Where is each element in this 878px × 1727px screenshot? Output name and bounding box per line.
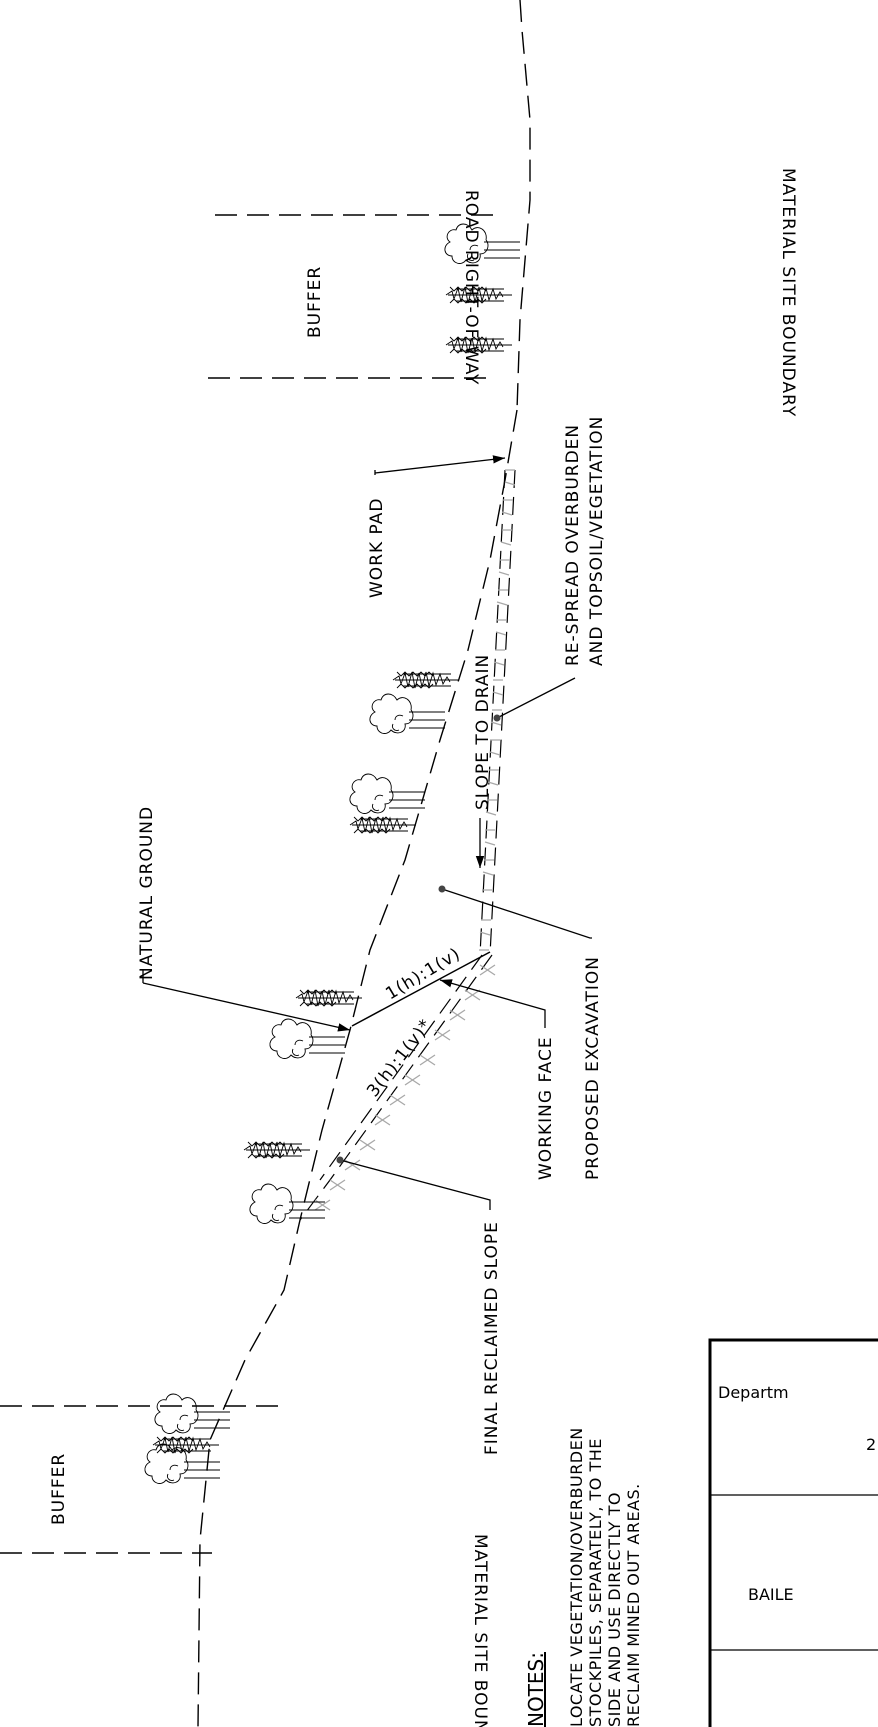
buffer-top-label: BUFFER <box>305 266 325 338</box>
work-pad-leader <box>374 458 505 475</box>
work-pad-label: WORK PAD <box>367 498 387 598</box>
slope-to-drain-label: SLOPE TO DRAIN <box>473 654 493 810</box>
note-line-2: STOCKPILES, SEPARATELY, TO THE <box>586 1438 605 1727</box>
road-row-label: ROAD RIGHT-OF-WAY <box>461 190 481 385</box>
working-face-line <box>351 951 491 1027</box>
note-line-1: LOCATE VEGETATION/OVERBURDEN <box>567 1427 586 1727</box>
proposed-excavation-leader <box>441 888 592 939</box>
material-site-boundary-top-label: MATERIAL SITE BOUNDARY <box>778 168 798 417</box>
natural-ground-leader <box>142 970 350 1030</box>
respread-leader <box>496 677 576 719</box>
buffer-bottom-label: BUFFER <box>49 1453 69 1525</box>
note-line-4: RECLAIM MINED OUT AREAS. <box>624 1483 643 1727</box>
respread-label-line2: AND TOPSOIL/VEGETATION <box>587 416 607 666</box>
trees <box>144 223 521 1484</box>
material-site-boundary-line <box>516 0 531 411</box>
final-reclaimed-slope-label: FINAL RECLAIMED SLOPE <box>482 1221 502 1455</box>
final-reclaimed-slope-dot <box>336 1156 344 1164</box>
material-site-boundary-bottom-label: MATERIAL SITE BOUNDARY <box>470 1534 490 1727</box>
title-block-name: BAILE <box>748 1585 794 1604</box>
note-line-3: SIDE AND USE DIRECTLY TO <box>605 1492 624 1727</box>
natural-ground-line <box>197 409 518 1727</box>
title-block-number: 2 <box>866 1435 876 1454</box>
title-block: Departm 2 BAILE <box>708 1338 878 1727</box>
proposed-excavation-dot <box>438 885 446 893</box>
excavation-bottom-hatch <box>479 469 516 956</box>
working-face-label: WORKING FACE <box>536 1036 556 1180</box>
respread-dot <box>493 714 501 722</box>
title-block-department: Departm <box>718 1383 789 1402</box>
slope-1-1-label: 1(h):1(v) <box>382 944 464 1004</box>
working-face-leader <box>439 979 546 1028</box>
natural-ground-label: NATURAL GROUND <box>137 806 157 980</box>
notes-title: NOTES: <box>524 1652 548 1727</box>
respread-label-line1: RE-SPREAD OVERBURDEN <box>563 424 583 666</box>
final-reclaimed-slope-leader <box>339 1159 491 1210</box>
proposed-excavation-label: PROPOSED EXCAVATION <box>583 956 603 1180</box>
reclaimed-slope-hatch <box>299 954 496 1221</box>
